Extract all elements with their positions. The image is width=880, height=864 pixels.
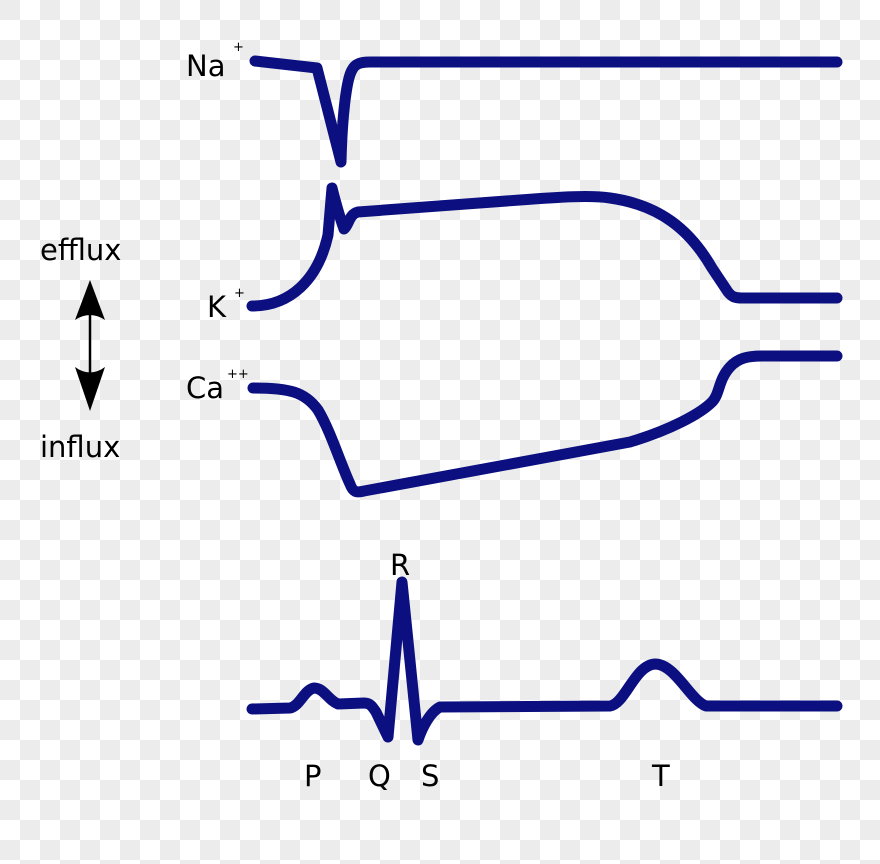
k-label: K	[207, 290, 227, 324]
na-charge: +	[233, 40, 244, 55]
ecg-trace	[246, 576, 843, 746]
efflux-label: efflux	[40, 233, 121, 267]
na-current-trace	[249, 55, 843, 168]
double-vertical-arrow-icon	[75, 280, 105, 411]
ca-current-trace	[247, 350, 843, 498]
ecg-t-label: T	[651, 759, 670, 793]
k-charge: +	[234, 286, 245, 301]
k-current-trace	[246, 182, 843, 312]
na-label: Na	[186, 49, 225, 83]
ecg-s-label: S	[421, 759, 439, 793]
ca-charge: ++	[227, 367, 249, 382]
ecg-r-label: R	[390, 548, 410, 582]
ecg-p-label: P	[304, 759, 322, 793]
influx-label: influx	[40, 430, 120, 464]
ca-label: Ca	[186, 371, 224, 405]
ecg-q-label: Q	[368, 759, 391, 793]
